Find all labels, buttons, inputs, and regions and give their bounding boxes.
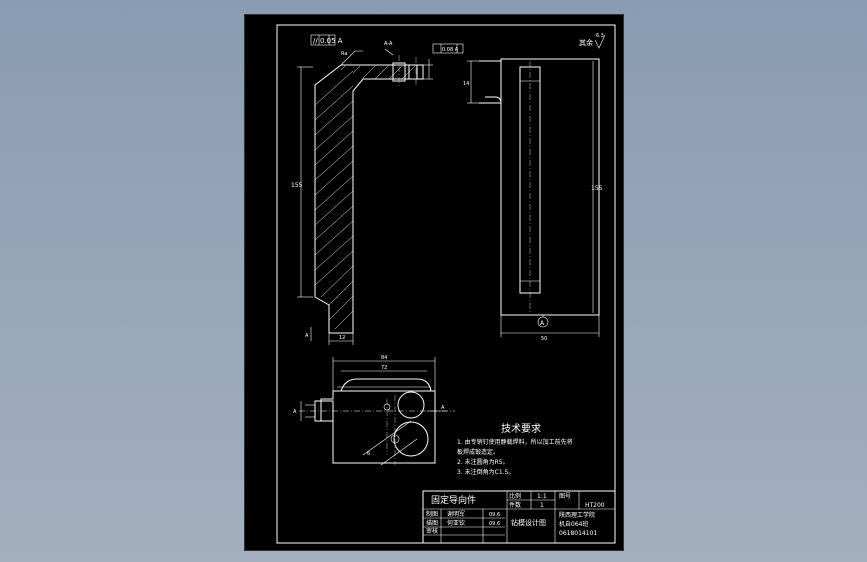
main-section-view: Ra A-A 155 12 A bbox=[291, 41, 433, 345]
material: HT200 bbox=[585, 502, 605, 509]
student-number: 0618014101 bbox=[559, 530, 597, 537]
qty-label: 件数 bbox=[509, 501, 521, 509]
qty-value: 1 bbox=[540, 502, 544, 509]
title-block: 固定导向件 比例 1:1 件数 1 图号 HT200 制图 描图 审核 谢明军 … bbox=[422, 490, 616, 544]
technical-requirements: 技术要求 1. 由专销钉使用静载焊料，所以加工前先将 板焊成锻造定。 2. 未注… bbox=[457, 422, 573, 476]
tolerance-frame-2: 0.08 A bbox=[432, 43, 464, 54]
tolerance-text-2: 0.08 A bbox=[442, 47, 459, 53]
assembly-name: 钻模设计图 bbox=[511, 518, 546, 527]
surface-roughness-symbol: 其余 6.3 bbox=[579, 33, 606, 49]
requirements-title: 技术要求 bbox=[501, 422, 541, 435]
svg-text:A: A bbox=[441, 405, 445, 411]
drawing-sheet: // 0.05 A 0.08 A 其余 6.3 bbox=[244, 14, 624, 551]
part-name: 固定导向件 bbox=[431, 494, 476, 506]
tolerance-text-1: // 0.05 A bbox=[313, 37, 343, 45]
dim-width-plan: 84 bbox=[381, 355, 387, 361]
datum-label: A bbox=[540, 320, 545, 327]
svg-text:6: 6 bbox=[367, 451, 370, 457]
row-label-draw: 制图 bbox=[426, 510, 438, 518]
row-label-trace: 描图 bbox=[426, 519, 438, 527]
svg-text:A: A bbox=[293, 409, 297, 415]
dim-width-bottom: 50 bbox=[541, 336, 547, 342]
school-line-2: 机自064班 bbox=[559, 520, 588, 528]
svg-text:Ra: Ra bbox=[341, 51, 347, 57]
requirement-line-1: 1. 由专销钉使用静载焊料，所以加工前先将 bbox=[457, 438, 573, 446]
requirement-line-4: 3. 未注倒角为C1.5。 bbox=[457, 468, 514, 476]
dim-height-right: 155 bbox=[591, 185, 603, 192]
dim-small-1: 12 bbox=[339, 335, 345, 341]
school-line-1: 陕西理工学院 bbox=[559, 511, 595, 519]
name-draw: 谢明军 bbox=[447, 510, 465, 518]
roughness-value: 6.3 bbox=[596, 33, 604, 39]
date-draw: 09.6 bbox=[489, 512, 500, 518]
row-label-check: 审核 bbox=[426, 527, 438, 535]
scale-label: 比例 bbox=[509, 492, 521, 500]
name-trace: 何亚钦 bbox=[447, 519, 465, 527]
plan-view: 84 72 bbox=[293, 355, 455, 466]
dim-small-2: 14 bbox=[463, 81, 469, 87]
svg-text:A: A bbox=[305, 333, 309, 339]
scale-value: 1:1 bbox=[537, 493, 547, 500]
tolerance-frame-top: // 0.05 A bbox=[310, 34, 343, 46]
dim-height-main: 155 bbox=[291, 182, 303, 189]
date-trace: 09.6 bbox=[489, 521, 500, 527]
surface-symbol-text: 其余 bbox=[579, 38, 593, 47]
requirement-line-3: 2. 未注圆角为R5。 bbox=[457, 458, 509, 466]
side-view: 14 155 50 A bbox=[463, 58, 603, 342]
sheet-label: 图号 bbox=[559, 493, 571, 500]
dim-inner-plan: 72 bbox=[381, 365, 387, 371]
svg-text:A-A: A-A bbox=[384, 41, 393, 47]
requirement-line-2: 板焊成锻造定。 bbox=[457, 448, 499, 456]
side-view-outline bbox=[500, 58, 600, 316]
inner-border bbox=[276, 24, 616, 544]
drawing-canvas: // 0.05 A 0.08 A 其余 6.3 bbox=[276, 24, 616, 544]
